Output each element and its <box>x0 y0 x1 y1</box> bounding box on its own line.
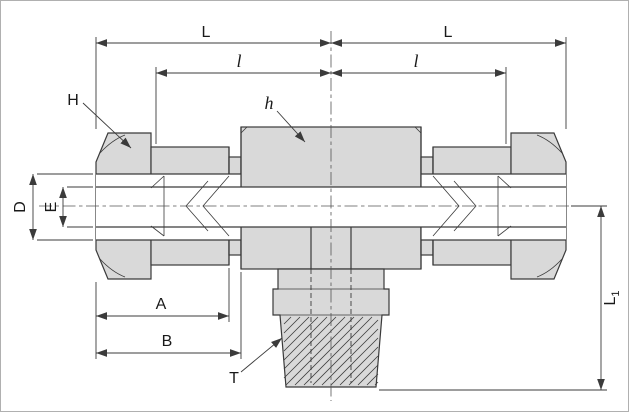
left-nut-chamfer-arc-bl <box>99 258 126 278</box>
left-nut-cone-top <box>150 175 165 189</box>
body-chamfer-right <box>414 126 422 134</box>
right-back-ferrule-cone <box>453 180 477 232</box>
right-nut-cone-bottom <box>497 225 512 237</box>
dim-label-A: A <box>156 296 167 313</box>
left-nut-cone-bottom <box>150 225 165 237</box>
right-nut-chamfer-arc-br <box>536 258 563 278</box>
right-nut-chamfer-arc-tr <box>536 134 563 154</box>
centerlines <box>39 31 597 401</box>
dim-label-L1: L1 <box>602 290 622 305</box>
dim-label-H: H <box>67 92 79 109</box>
body-chamfer-left <box>240 126 248 134</box>
thread-hatching <box>283 316 379 386</box>
dimension-labels: L L l l H h D E A B T L1 <box>12 24 622 387</box>
left-front-ferrule-cone <box>202 175 230 237</box>
dimension-lines <box>29 37 607 391</box>
dim-label-L-left: L <box>202 24 211 41</box>
right-front-ferrule-cone <box>432 175 460 237</box>
dim-label-l-left: l <box>236 51 241 71</box>
leader-T <box>240 337 283 373</box>
leader-h <box>276 110 306 143</box>
leader-H <box>82 102 132 149</box>
dim-label-B: B <box>162 333 173 350</box>
dim-label-D: D <box>12 201 29 213</box>
dim-label-h: h <box>265 93 274 113</box>
dim-label-E: E <box>43 202 60 213</box>
dim-label-T: T <box>229 370 239 387</box>
dim-label-l-right: l <box>413 51 418 71</box>
dim-label-L-right: L <box>444 24 453 41</box>
right-nut-cone-top <box>497 175 512 189</box>
left-nut-chamfer-arc-tl <box>99 134 126 154</box>
